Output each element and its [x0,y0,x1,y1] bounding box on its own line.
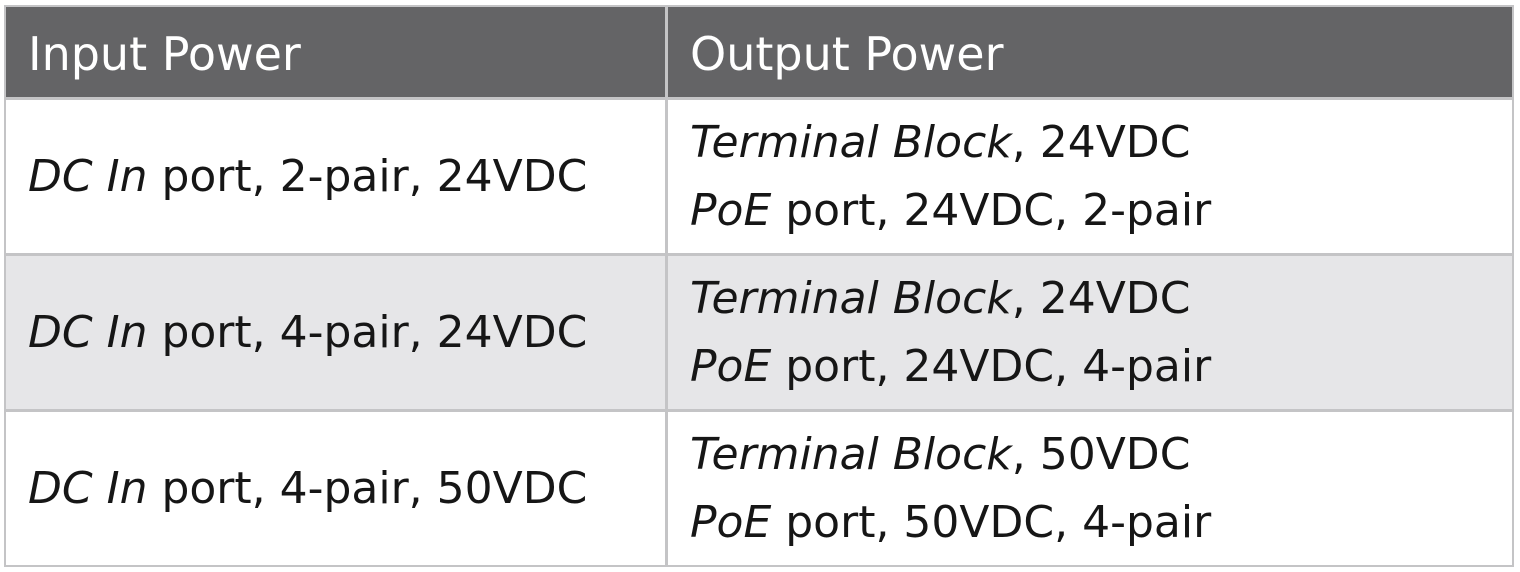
output-terminal-voltage: , 24VDC [1011,272,1191,324]
input-port-name: DC In [28,307,148,358]
output-terminal-block: Terminal Block [690,272,1012,324]
header-input-power: Input Power [6,7,668,97]
input-port-spec: port, 4-pair, 50VDC [147,463,588,514]
output-terminal-voltage: , 50VDC [1011,428,1191,480]
output-poe-port: PoE [690,184,772,236]
table-row-2-input: DC In port, 4-pair, 24VDC [6,253,668,409]
table-row-2-output: Terminal Block, 24VDC PoE port, 24VDC, 4… [668,253,1512,409]
output-terminal-block: Terminal Block [690,116,1012,168]
input-port-name: DC In [28,151,148,202]
input-port-spec: port, 4-pair, 24VDC [147,307,588,358]
table-row-3-output: Terminal Block, 50VDC PoE port, 50VDC, 4… [668,409,1512,565]
table-row-1-input: DC In port, 2-pair, 24VDC [6,97,668,253]
output-terminal-voltage: , 24VDC [1011,116,1191,168]
input-port-name: DC In [28,463,148,514]
table-row-1-output: Terminal Block, 24VDC PoE port, 24VDC, 2… [668,97,1512,253]
table-row-3-input: DC In port, 4-pair, 50VDC [6,409,668,565]
output-terminal-block: Terminal Block [690,428,1012,480]
header-output-power: Output Power [668,7,1512,97]
output-poe-port: PoE [690,496,772,548]
output-poe-spec: port, 50VDC, 4-pair [771,496,1212,548]
output-poe-spec: port, 24VDC, 4-pair [771,340,1212,392]
input-port-spec: port, 2-pair, 24VDC [147,151,588,202]
output-poe-spec: port, 24VDC, 2-pair [771,184,1212,236]
output-poe-port: PoE [690,340,772,392]
power-table: Input Power Output Power DC In port, 2-p… [4,5,1514,567]
